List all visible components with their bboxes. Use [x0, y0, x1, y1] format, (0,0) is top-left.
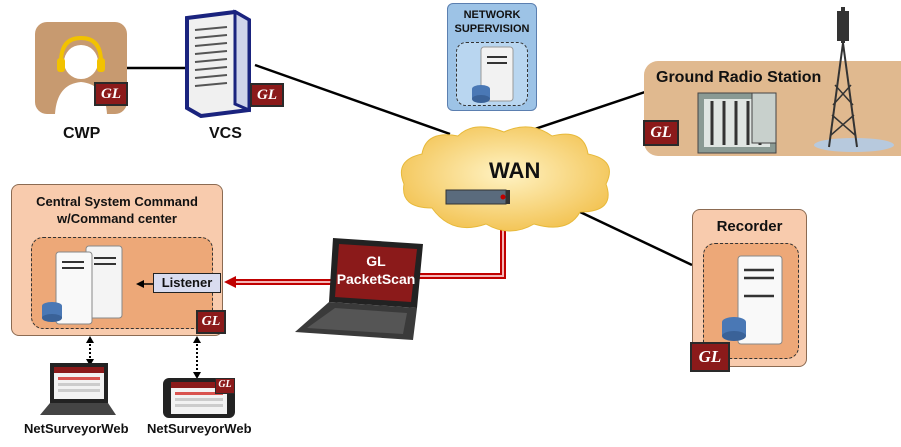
wan-label: WAN — [489, 158, 541, 183]
central-system-inner — [31, 237, 213, 329]
server-icon — [722, 255, 783, 345]
listener-box: Listener — [153, 273, 221, 293]
server-cluster-icon — [42, 245, 123, 325]
recorder-label: Recorder — [716, 218, 783, 235]
netsurveyor-laptop-icon — [40, 363, 116, 415]
wan-cloud-icon — [400, 126, 610, 232]
network-supervision-inner — [456, 42, 528, 106]
cwp-icon — [35, 22, 127, 114]
gl-badge-vcs: GL — [250, 83, 284, 107]
gl-badge-radio: GL — [643, 120, 679, 146]
gl-badge-recorder: GL — [690, 342, 730, 372]
network-supervision-label: NETWORK SUPERVISION — [454, 9, 530, 35]
ground-radio-station-label: Ground Radio Station — [656, 69, 822, 86]
ground-radio-station-box: Ground Radio Station — [644, 61, 901, 156]
vcs-wan-link — [254, 63, 451, 136]
vcs-label: VCS — [209, 125, 242, 142]
vcs-server-icon — [185, 9, 251, 118]
antenna-tower-icon — [828, 7, 858, 148]
listener-label: Listener — [161, 275, 213, 290]
netsurveyor-phone-icon — [163, 378, 235, 418]
recorder-inner — [703, 243, 799, 359]
server-icon — [472, 46, 514, 103]
packetscan-laptop-icon — [295, 238, 423, 340]
gl-badge-central: GL — [196, 310, 226, 334]
wan-radio-link — [519, 90, 646, 136]
central-system-label: Central System Command w/Command center — [36, 194, 198, 226]
radio-equipment-icon — [697, 92, 894, 154]
netsurveyor-phone-label: NetSurveyorWeb — [147, 421, 252, 436]
netsurveyor-laptop-label: NetSurveyorWeb — [24, 421, 129, 436]
wan-recorder-link — [577, 209, 693, 267]
gl-badge-phone: GL — [215, 378, 235, 394]
cwp-label: CWP — [63, 125, 101, 142]
network-supervision-box: NETWORK SUPERVISION — [447, 3, 537, 111]
central-system-box: Central System Command w/Command center — [11, 184, 223, 336]
recorder-box: Recorder — [692, 209, 807, 367]
packetscan-label: GL PacketScan — [336, 253, 416, 287]
gl-badge-cwp: GL — [94, 82, 128, 106]
